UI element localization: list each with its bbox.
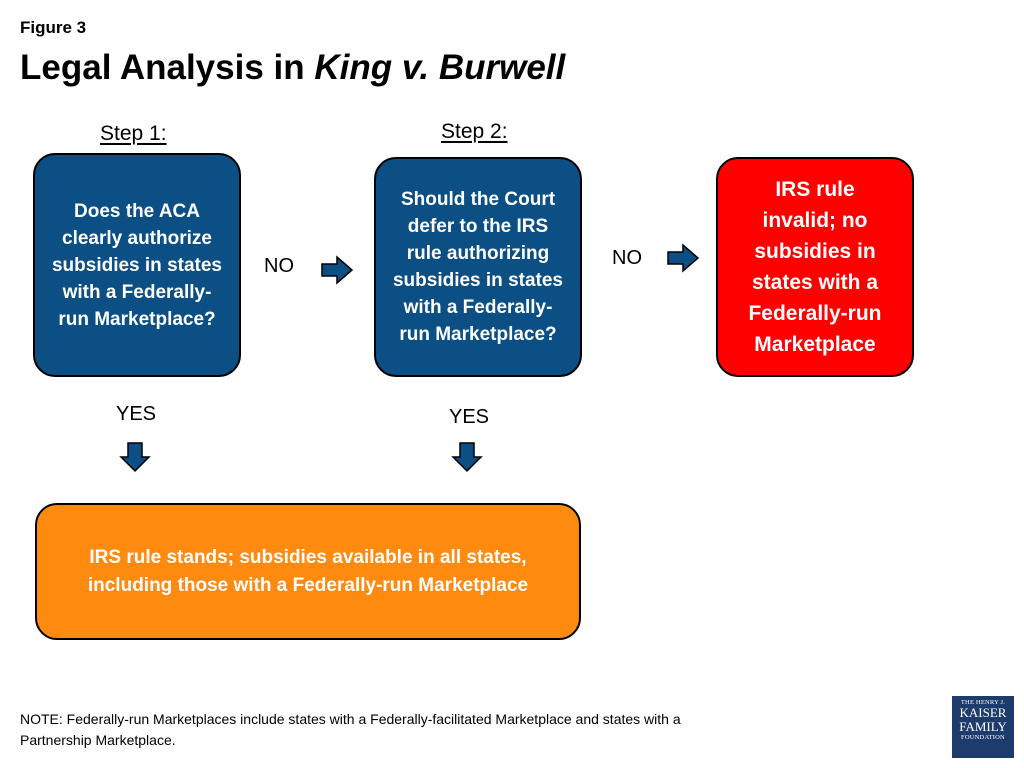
- question-1-box: Does the ACA clearly authorize subsidies…: [33, 153, 241, 377]
- right-arrow-icon: [321, 255, 354, 285]
- page-title: Legal Analysis in King v. Burwell: [20, 48, 565, 88]
- kaiser-family-foundation-logo: THE HENRY J. KAISER FAMILY FOUNDATION: [952, 696, 1014, 758]
- title-prefix: Legal Analysis in: [20, 48, 315, 87]
- figure-label: Figure 3: [20, 18, 87, 37]
- irs-rule-invalid-box: IRS rule invalid; no subsidies in states…: [716, 157, 914, 377]
- irs-rule-invalid-text: IRS rule invalid; no subsidies in states…: [748, 178, 882, 356]
- logo-line-3: FAMILY: [959, 719, 1007, 734]
- yes-label-2: YES: [449, 406, 490, 428]
- logo-line-2: KAISER: [959, 705, 1007, 720]
- step-2-label: Step 2:: [441, 120, 508, 143]
- yes-label-1: YES: [116, 403, 157, 425]
- logo-line-4: FOUNDATION: [961, 734, 1005, 741]
- question-1-text: Does the ACA clearly authorize subsidies…: [51, 200, 222, 330]
- no-label-1: NO: [264, 255, 294, 277]
- title-case-name: King v. Burwell: [314, 48, 566, 87]
- right-arrow-icon: [667, 243, 700, 273]
- step-1-label: Step 1:: [100, 122, 167, 145]
- down-arrow-icon: [451, 442, 483, 473]
- down-arrow-icon: [119, 442, 151, 473]
- irs-rule-stands-text: IRS rule stands; subsidies available in …: [87, 546, 529, 596]
- footnote: NOTE: Federally-run Marketplaces include…: [20, 711, 681, 748]
- question-2-box: Should the Court defer to the IRS rule a…: [374, 157, 582, 377]
- logo-line-1: THE HENRY J.: [960, 699, 1006, 706]
- no-label-2: NO: [612, 247, 642, 269]
- irs-rule-stands-box: IRS rule stands; subsidies available in …: [35, 503, 581, 640]
- question-2-text: Should the Court defer to the IRS rule a…: [392, 189, 563, 345]
